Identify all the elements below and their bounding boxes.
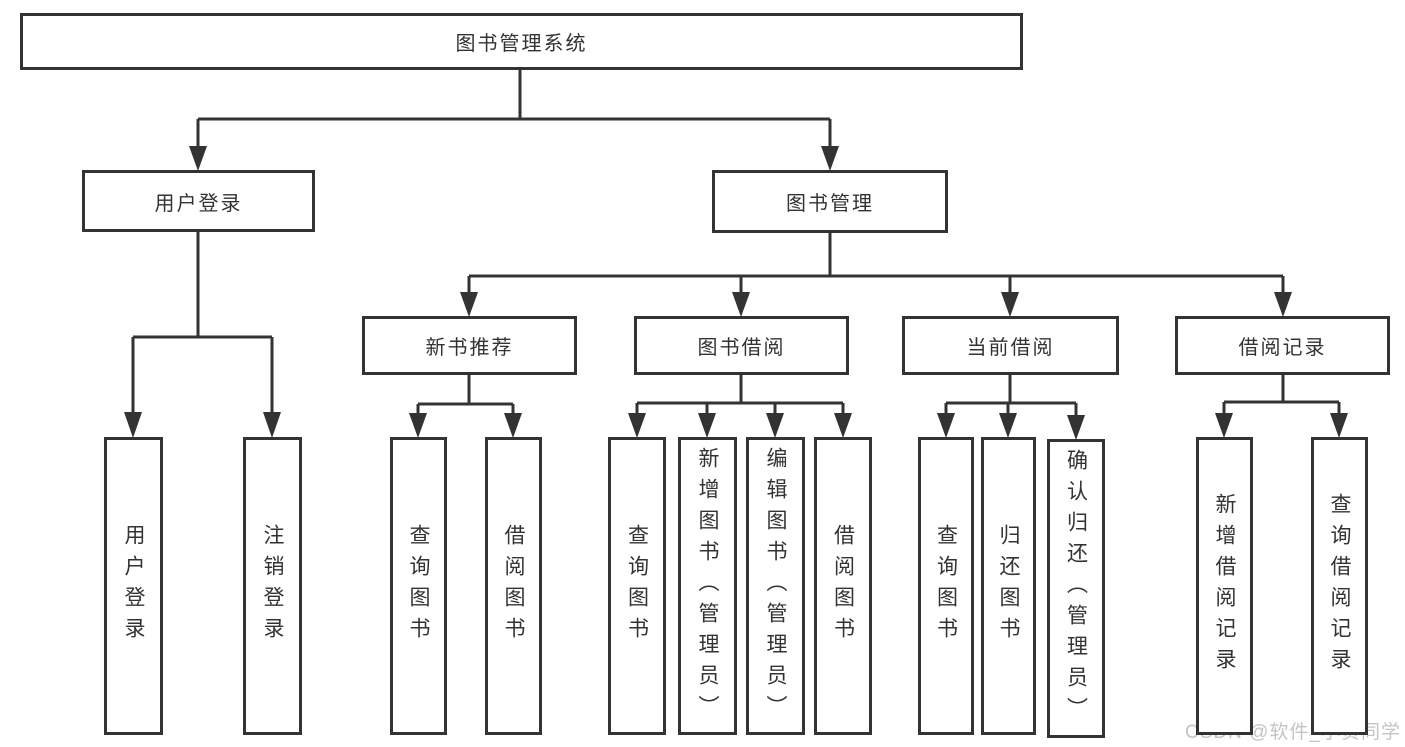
leaf-borrow-books-1-label: 借阅图书 [502, 524, 525, 648]
node-new-book-recommendation: 新书推荐 [362, 316, 577, 375]
leaf-query-books-2-label: 查询图书 [625, 524, 649, 648]
edge-lines [131, 70, 1341, 417]
leaf-edit-book-admin: 编辑图书（管理员） [746, 437, 805, 735]
leaf-add-borrow-record-label: 新增借阅记录 [1213, 493, 1236, 679]
arrow-leaf-user-login [124, 412, 142, 438]
arrow-leaf-edit-book [766, 413, 784, 438]
leaf-user-login-label: 用户登录 [122, 524, 145, 648]
leaf-query-borrow-record: 查询借阅记录 [1311, 437, 1368, 735]
arrow-borrow-record [1274, 292, 1292, 317]
leaf-edit-book-admin-label: 编辑图书（管理员） [764, 446, 787, 726]
arrow-current-borrow [1001, 292, 1019, 317]
arrow-leaf-logout [263, 412, 281, 438]
arrow-leaf-add-borrow-record [1215, 413, 1233, 438]
node-book-borrowing-label: 图书借阅 [697, 337, 786, 359]
arrow-leaf-borrow-books-1 [504, 413, 522, 438]
node-borrowing-records: 借阅记录 [1175, 316, 1390, 375]
node-current-borrowing: 当前借阅 [902, 316, 1119, 375]
arrow-leaf-query-books-2 [628, 413, 646, 438]
leaf-query-books-1: 查询图书 [390, 437, 447, 735]
leaf-query-books-2: 查询图书 [608, 437, 666, 735]
leaf-add-book-admin: 新增图书（管理员） [678, 437, 737, 735]
leaf-add-book-admin-label: 新增图书（管理员） [696, 446, 719, 726]
arrow-leaf-query-borrow-record [1330, 413, 1348, 438]
leaf-confirm-return-admin: 确认归还（管理员） [1047, 439, 1105, 738]
leaf-logout-label: 注销登录 [261, 524, 284, 648]
arrow-leaf-confirm-return [1067, 415, 1085, 440]
arrow-new-book-rec [460, 292, 478, 317]
node-borrowing-records-label: 借阅记录 [1238, 337, 1327, 359]
arrow-leaf-add-book [698, 413, 716, 438]
leaf-borrow-books-2: 借阅图书 [814, 437, 872, 735]
node-user-login-label: 用户登录 [154, 192, 243, 215]
leaf-borrow-books-2-label: 借阅图书 [831, 524, 855, 648]
arrow-book-borrow [732, 292, 750, 317]
node-book-management-label: 图书管理 [786, 193, 874, 215]
arrow-user-login [189, 146, 207, 171]
leaf-query-books-3-label: 查询图书 [934, 524, 958, 648]
leaf-add-borrow-record: 新增借阅记录 [1196, 437, 1253, 735]
node-current-borrowing-label: 当前借阅 [966, 337, 1055, 359]
arrow-book-mgmt [821, 146, 839, 171]
arrowheads [124, 146, 1348, 440]
node-book-borrowing: 图书借阅 [634, 316, 849, 375]
leaf-return-book-label: 归还图书 [997, 524, 1020, 648]
node-library-management-system-label: 图书管理系统 [455, 33, 588, 55]
arrow-leaf-return-book [999, 413, 1017, 438]
leaf-return-book: 归还图书 [981, 437, 1036, 735]
node-new-book-recommendation-label: 新书推荐 [425, 337, 514, 359]
leaf-confirm-return-admin-label: 确认归还（管理员） [1064, 449, 1088, 728]
arrow-leaf-query-books-1 [409, 413, 427, 438]
node-user-login: 用户登录 [82, 170, 315, 232]
node-book-management: 图书管理 [712, 170, 948, 233]
leaf-borrow-books-1: 借阅图书 [485, 437, 542, 735]
arrow-leaf-query-books-3 [937, 413, 955, 438]
leaf-query-books-1-label: 查询图书 [407, 524, 430, 648]
node-library-management-system: 图书管理系统 [20, 13, 1023, 70]
leaf-query-books-3: 查询图书 [918, 437, 974, 735]
leaf-user-login: 用户登录 [104, 437, 163, 735]
leaf-logout: 注销登录 [243, 437, 302, 735]
arrow-leaf-borrow-books-2 [834, 413, 852, 438]
leaf-query-borrow-record-label: 查询借阅记录 [1328, 493, 1351, 679]
